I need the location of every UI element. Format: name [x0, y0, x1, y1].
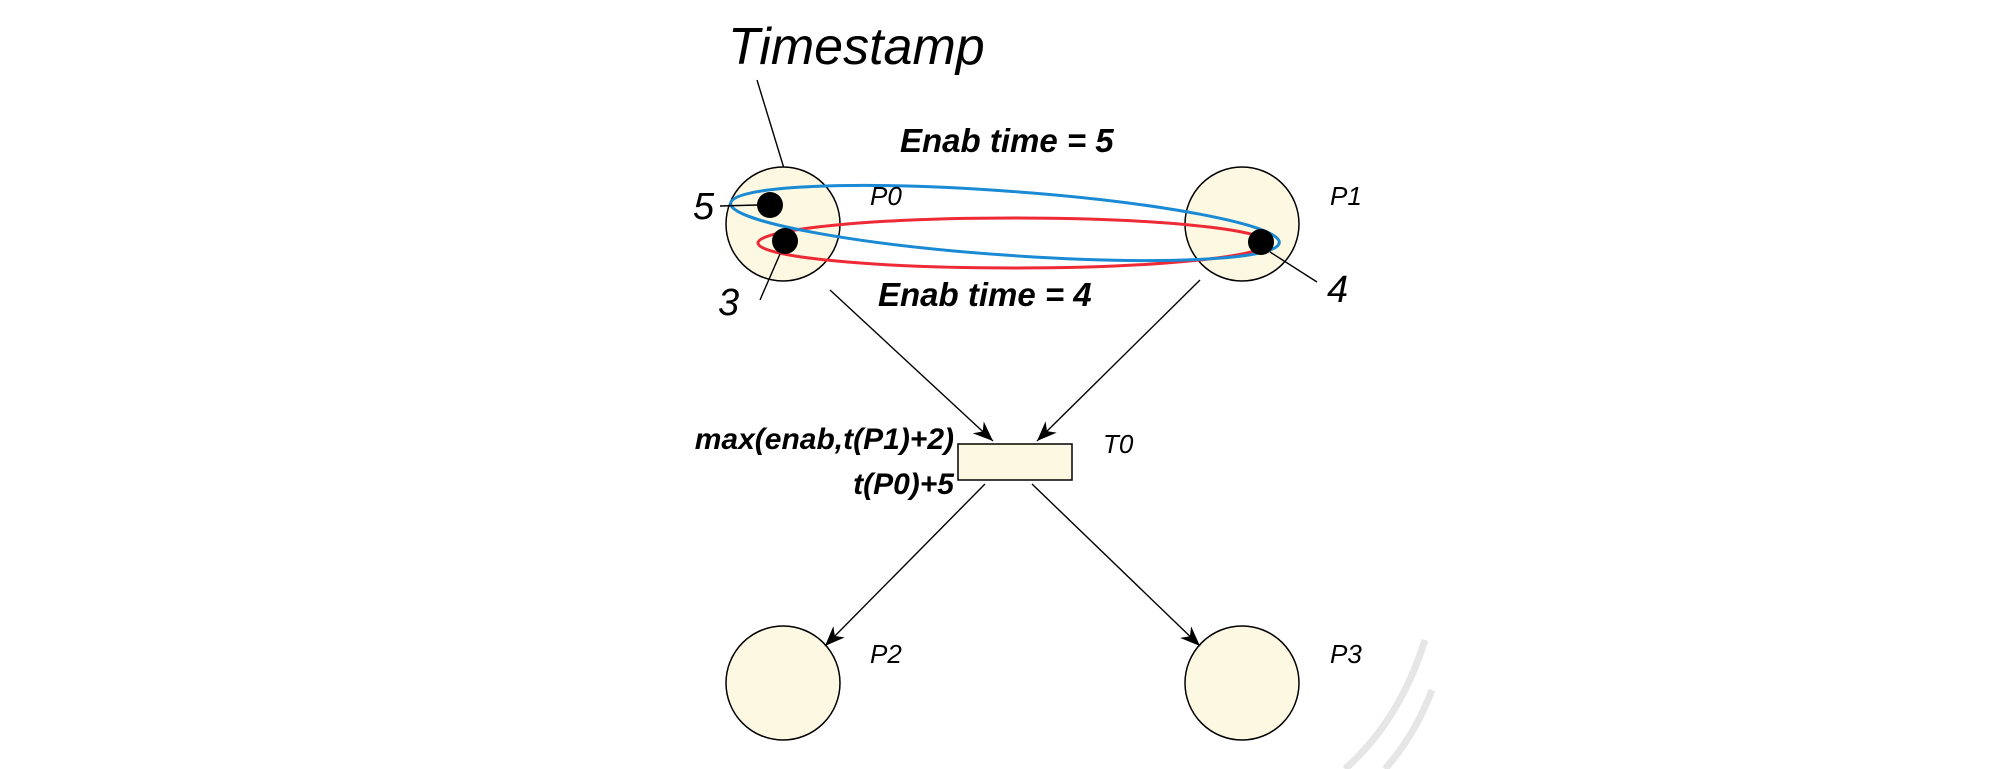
transition-t0[interactable] — [957, 443, 1073, 481]
arc-p1-t0 — [1036, 279, 1201, 442]
place-label-p0: P0 — [870, 181, 902, 211]
token-p0-ts3 — [772, 228, 798, 254]
timestamp-5-label: 5 — [693, 186, 715, 228]
arc-t0-p2 — [824, 483, 986, 647]
token-p0-ts5 — [757, 192, 783, 218]
timestamp-title: Timestamp — [728, 18, 985, 76]
place-label-p2: P2 — [870, 639, 902, 669]
leader-ts3 — [759, 253, 781, 301]
leader-ts4 — [1269, 251, 1318, 283]
place-p3[interactable] — [1184, 625, 1300, 741]
enab-time-red-label: Enab time = 4 — [878, 276, 1092, 313]
expression-max: max(enab,t(P1)+2) — [695, 423, 954, 456]
arc-p0-t0 — [829, 289, 994, 442]
place-p2[interactable] — [725, 625, 841, 741]
place-p0[interactable] — [725, 166, 841, 282]
transition-label-t0: T0 — [1103, 429, 1134, 459]
timestamp-4-label: 4 — [1327, 269, 1348, 311]
blue-enabling-ellipse — [729, 184, 1281, 262]
enab-time-blue-label: Enab time = 5 — [900, 122, 1114, 159]
arc-t0-p3 — [1031, 483, 1201, 647]
timestamp-3-label: 3 — [718, 282, 739, 324]
token-p1-ts4 — [1248, 229, 1274, 255]
watermark-arcs — [1342, 638, 1436, 769]
expression-delay: t(P0)+5 — [853, 468, 955, 501]
place-label-p1: P1 — [1330, 181, 1362, 211]
leader-ts5 — [719, 204, 759, 207]
place-label-p3: P3 — [1330, 639, 1362, 669]
